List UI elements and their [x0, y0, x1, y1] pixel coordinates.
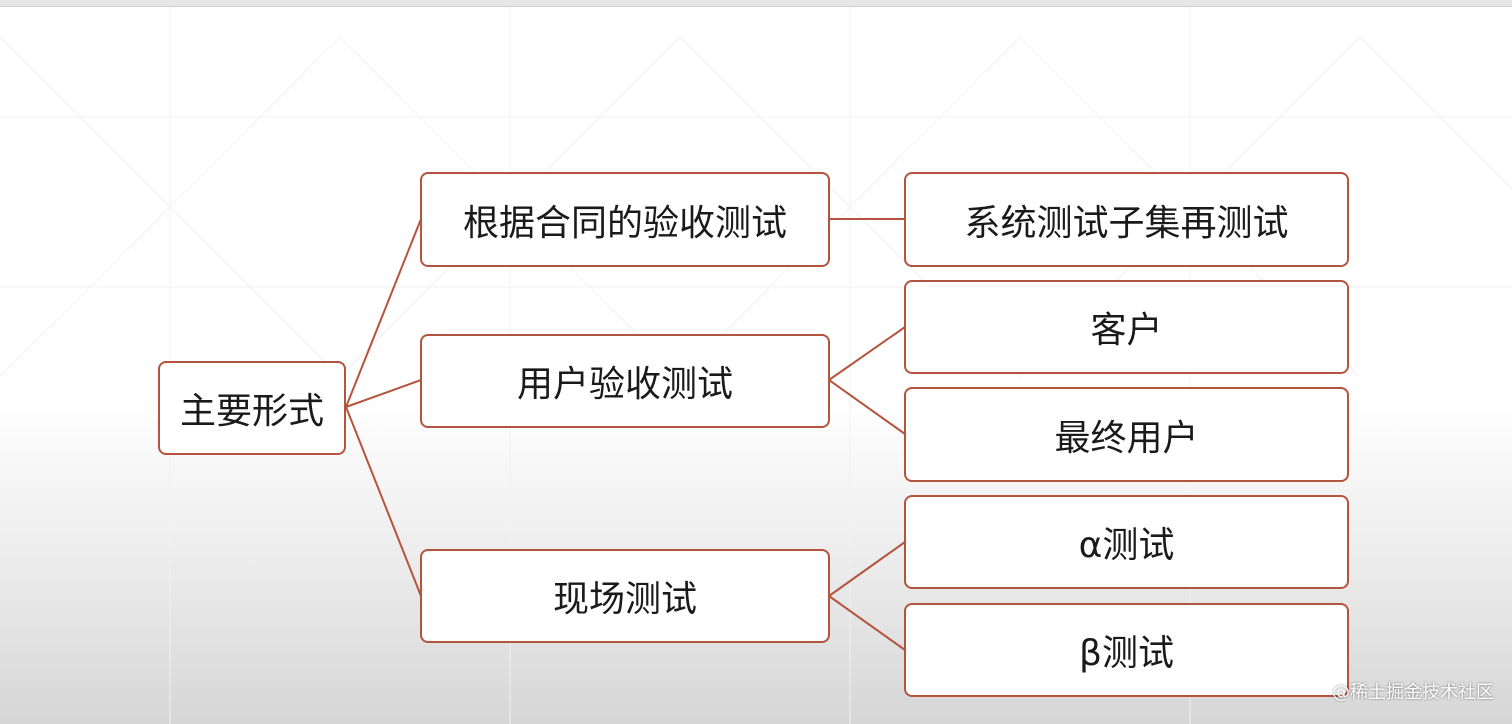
leaf-node-system-test-subset-retest: 系统测试子集再测试	[904, 172, 1349, 267]
leaf-node-label: 最终用户	[1054, 417, 1199, 459]
connector-root-branch-2	[345, 379, 422, 408]
leaf-node-alpha-test: α测试	[904, 495, 1349, 589]
leaf-node-label: α测试	[1078, 525, 1175, 566]
connector-root-branch-1	[345, 218, 422, 408]
leaf-node-label: 系统测试子集再测试	[964, 202, 1289, 244]
connector-root-branch-3	[345, 406, 422, 597]
connector-branch-3-child-2	[828, 595, 906, 651]
leaf-node-label: β测试	[1079, 633, 1174, 674]
branch-node-label: 根据合同的验收测试	[462, 202, 787, 244]
branch-node-contract-acceptance-test: 根据合同的验收测试	[420, 172, 830, 267]
connector-branch-3-child-1	[828, 541, 906, 597]
leaf-node-end-user: 最终用户	[904, 387, 1349, 482]
branch-node-field-test: 现场测试	[420, 549, 830, 643]
watermark: @稀土掘金技术社区	[1332, 682, 1494, 703]
root-node: 主要形式	[158, 361, 346, 455]
leaf-node-label: 客户	[1090, 310, 1163, 351]
connector-branch-2-child-1	[828, 326, 906, 381]
leaf-node-beta-test: β测试	[904, 603, 1349, 697]
connector-branch-2-child-2	[828, 379, 906, 435]
top-rule	[0, 0, 1512, 7]
branch-node-user-acceptance-test: 用户验收测试	[420, 334, 830, 428]
branch-node-label: 用户验收测试	[516, 364, 733, 405]
root-node-label: 主要形式	[179, 391, 324, 432]
branch-node-label: 现场测试	[552, 579, 697, 620]
leaf-node-customer: 客户	[904, 280, 1349, 374]
